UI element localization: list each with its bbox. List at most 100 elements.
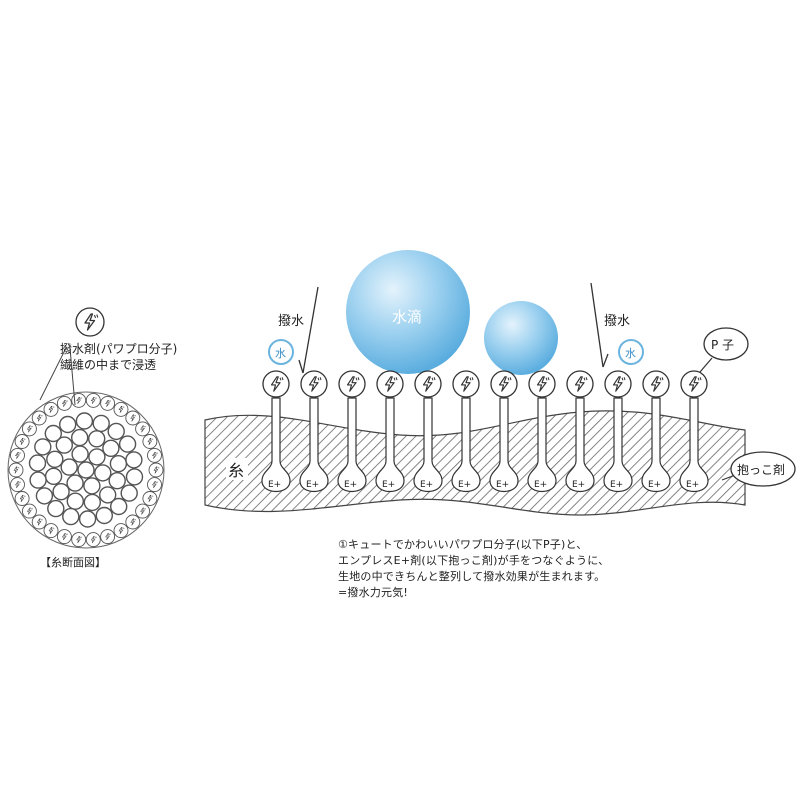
e-plus-label: E+ [610, 480, 623, 490]
e-plus-label: E+ [420, 480, 433, 490]
fiber [75, 412, 94, 430]
p-molecule-label: P 子 [711, 338, 734, 352]
e-plus-label: E+ [686, 480, 699, 490]
fiber [98, 486, 117, 504]
fiber [135, 421, 151, 437]
description-text: ①キュートでかわいいパワプロ分子(以下P子)と、 エンプレスE+剤(以下抱っこ剤… [338, 537, 609, 601]
fiber [102, 439, 120, 457]
agent-penetration-label: 繊維の中まで浸透 [60, 357, 156, 372]
fiber [43, 523, 59, 539]
fiber [10, 477, 25, 493]
fiber [109, 455, 128, 473]
e-plus-label: E+ [458, 480, 471, 490]
repel-label-left: 撥水 [278, 314, 304, 329]
fiber [142, 434, 158, 449]
fiber [118, 435, 137, 453]
fiber [125, 514, 141, 530]
pointer-line-right [69, 347, 76, 406]
water-drop-label: 水滴 [392, 308, 422, 326]
fiber [21, 421, 37, 437]
molecule: E+ [299, 370, 329, 493]
molecule: E+ [527, 370, 557, 493]
fiber [88, 448, 106, 466]
molecule: E+ [413, 370, 443, 493]
description-line-4: =撥水力元気! [338, 586, 409, 599]
molecule: E+ [603, 370, 633, 493]
fiber [85, 532, 101, 548]
fiber [44, 467, 63, 485]
e-plus-label: E+ [268, 480, 281, 490]
p-molecule-callout: P 子 [699, 327, 749, 373]
fiber [35, 487, 54, 505]
fiber [92, 414, 110, 433]
fiber [21, 503, 37, 519]
e-plus-label: E+ [382, 480, 395, 490]
fiber [125, 468, 144, 486]
fiber [147, 477, 162, 493]
fiber [58, 415, 77, 434]
fiber [108, 472, 126, 490]
fiber-inner-bundle [28, 412, 144, 528]
fiber [47, 499, 65, 518]
fiber [14, 491, 30, 506]
e-plus-label: E+ [534, 480, 547, 490]
fiber [56, 395, 72, 411]
fiber [62, 507, 80, 526]
fiber [113, 523, 129, 539]
molecule: E+ [375, 370, 405, 493]
e-plus-label: E+ [572, 480, 585, 490]
fiber [55, 436, 74, 454]
molecule: E+ [641, 370, 671, 493]
description-line-3: 生地の中できちんと整列して撥水効果が生まれます。 [338, 570, 606, 583]
description-line-2: エンプレスE+剤(以下抱っこ剤)が手をつなぐように、 [338, 554, 610, 567]
small-water-drop [484, 301, 558, 375]
fiber [70, 428, 89, 447]
fiber [56, 529, 72, 545]
fiber [87, 430, 106, 448]
fiber [8, 462, 24, 478]
fiber [109, 497, 128, 516]
repel-label-right: 撥水 [604, 314, 630, 329]
fiber [125, 410, 141, 426]
molecule: E+ [565, 370, 595, 493]
pointer-line-left [39, 347, 67, 401]
fiber [34, 438, 52, 456]
fiber [120, 484, 138, 502]
water-circle-right [618, 339, 644, 365]
fiber [52, 483, 70, 501]
fiber [85, 392, 101, 408]
molecule: E+ [679, 370, 709, 493]
e-plus-label: E+ [306, 480, 319, 490]
fiber [29, 471, 47, 489]
large-water-drop [346, 250, 470, 374]
binder-label: 抱っこ剤 [737, 462, 785, 477]
fiber [77, 461, 95, 479]
e-plus-label: E+ [496, 480, 509, 490]
fiber [83, 493, 102, 512]
e-plus-label: E+ [648, 480, 661, 490]
fiber [100, 529, 116, 545]
yarn-cross-section [7, 347, 165, 549]
fiber [66, 492, 85, 510]
molecule: E+ [337, 370, 367, 493]
fiber [100, 395, 116, 411]
fiber [94, 464, 112, 482]
fiber [78, 510, 97, 528]
fiber [83, 477, 101, 495]
molecule: E+ [261, 370, 291, 493]
fiber [46, 450, 64, 468]
fiber [60, 458, 78, 476]
fiber [107, 422, 125, 441]
thread-label: 糸 [228, 461, 244, 480]
fiber [125, 451, 143, 469]
fiber [10, 447, 25, 463]
fiber [43, 401, 59, 417]
fiber [44, 424, 62, 443]
fiber [66, 474, 84, 492]
fiber [31, 514, 47, 530]
repel-arrow-right [590, 282, 604, 368]
thread-band [204, 410, 746, 516]
fiber [147, 447, 162, 463]
water-label-left: 水 [275, 347, 286, 360]
